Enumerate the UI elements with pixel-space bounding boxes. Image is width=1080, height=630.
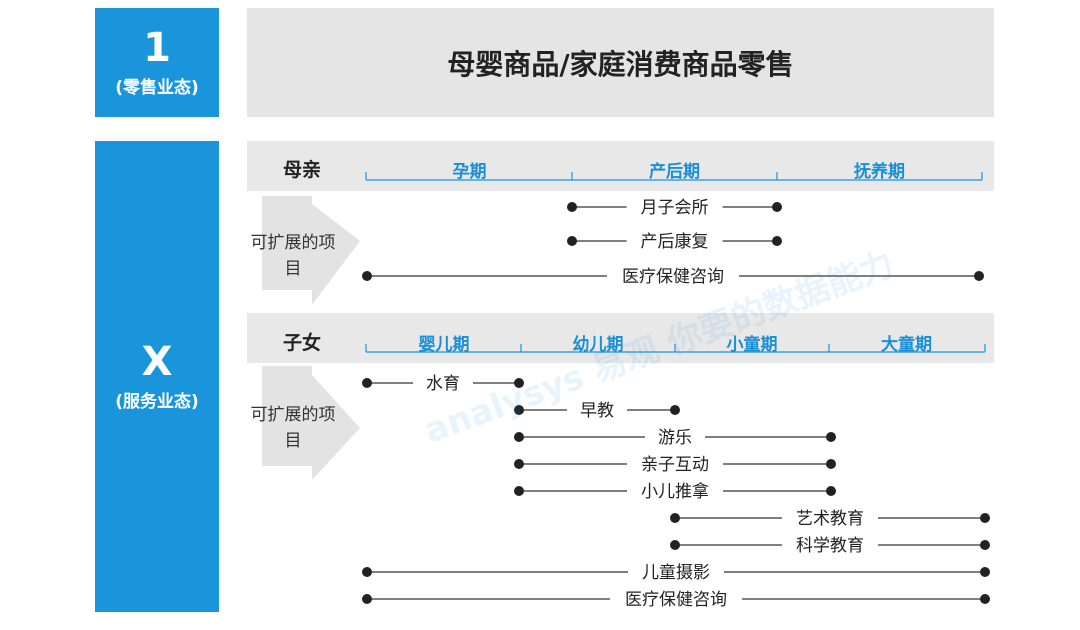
service-number: X xyxy=(141,339,173,385)
service-label: (服务业态) xyxy=(115,392,199,412)
timeline-start-dot xyxy=(362,378,372,388)
mother-item-label: 产后康复 xyxy=(641,232,709,252)
timeline-end-dot xyxy=(980,540,990,550)
mother-phase-postpartum: 产后期 xyxy=(649,162,700,182)
child-item: 早教 xyxy=(514,401,680,421)
mother-phase-pregnancy: 孕期 xyxy=(452,162,487,182)
timeline-end-dot xyxy=(826,432,836,442)
banner-title: 母婴商品/家庭消费商品零售 xyxy=(447,47,794,81)
timeline-start-dot xyxy=(514,486,524,496)
timeline-end-dot xyxy=(974,271,984,281)
child-phase-older-child: 大童期 xyxy=(881,335,932,355)
timeline-end-dot xyxy=(980,567,990,577)
child-item: 小儿推拿 xyxy=(514,481,836,502)
retail-banner: 母婴商品/家庭消费商品零售 xyxy=(247,8,994,117)
child-item: 亲子互动 xyxy=(514,455,836,475)
child-title: 子女 xyxy=(283,332,322,354)
mother-title: 母亲 xyxy=(283,159,322,181)
timeline-start-dot xyxy=(567,236,577,246)
retail-label: (零售业态) xyxy=(115,78,199,98)
timeline-start-dot xyxy=(567,202,577,212)
timeline-start-dot xyxy=(514,432,524,442)
timeline-start-dot xyxy=(362,594,372,604)
timeline-end-dot xyxy=(772,202,782,212)
timeline-end-dot xyxy=(980,594,990,604)
child-phase-infant: 婴儿期 xyxy=(418,335,470,355)
mother-phase-raising: 抚养期 xyxy=(854,162,905,182)
timeline-start-dot xyxy=(362,567,372,577)
timeline-end-dot xyxy=(514,378,524,388)
child-expand-arrow xyxy=(262,366,360,480)
child-band xyxy=(247,313,994,363)
retail-format-box: 1 (零售业态) xyxy=(95,8,219,117)
child-phase-bracket xyxy=(365,344,986,353)
child-item: 科学教育 xyxy=(670,536,990,556)
timeline-end-dot xyxy=(980,513,990,523)
child-item-label: 艺术教育 xyxy=(796,509,864,529)
child-item: 儿童摄影 xyxy=(362,563,990,583)
mother-phase-bracket xyxy=(365,172,983,181)
child-item-label: 游乐 xyxy=(658,428,692,448)
timeline-end-dot xyxy=(826,486,836,496)
child-item: 医疗保健咨询 xyxy=(362,590,990,610)
timeline-end-dot xyxy=(826,459,836,469)
service-format-box: X (服务业态) xyxy=(95,141,219,612)
child-item-label: 儿童摄影 xyxy=(642,563,710,583)
child-item-label: 早教 xyxy=(580,401,614,421)
child-item-label: 小儿推拿 xyxy=(641,481,709,502)
child-item-label: 医疗保健咨询 xyxy=(625,590,727,610)
child-item: 艺术教育 xyxy=(670,509,990,529)
timeline-start-dot xyxy=(362,271,372,281)
timeline-start-dot xyxy=(670,540,680,550)
mother-item: 产后康复 xyxy=(567,232,782,252)
mother-item: 医疗保健咨询 xyxy=(362,267,984,287)
mother-item-label: 月子会所 xyxy=(641,198,709,218)
child-phase-young-child: 小童期 xyxy=(726,335,778,355)
mother-expand-label: 可扩展的项目 xyxy=(250,233,336,279)
child-item: 游乐 xyxy=(514,428,836,448)
mother-item: 月子会所 xyxy=(567,198,782,218)
child-phase-toddler: 幼儿期 xyxy=(572,335,624,355)
timeline-start-dot xyxy=(514,405,524,415)
retail-number: 1 xyxy=(143,25,171,71)
child-item: 水育 xyxy=(362,374,524,394)
mother-band xyxy=(247,141,994,191)
child-item-label: 亲子互动 xyxy=(641,455,709,475)
timeline-end-dot xyxy=(670,405,680,415)
timeline-start-dot xyxy=(514,459,524,469)
child-expand-label: 可扩展的项目 xyxy=(250,405,336,451)
timeline-end-dot xyxy=(772,236,782,246)
timeline-start-dot xyxy=(670,513,680,523)
mother-expand-arrow xyxy=(262,196,360,305)
child-item-label: 水育 xyxy=(426,374,460,394)
child-item-label: 科学教育 xyxy=(796,536,864,556)
mother-item-label: 医疗保健咨询 xyxy=(622,267,724,287)
